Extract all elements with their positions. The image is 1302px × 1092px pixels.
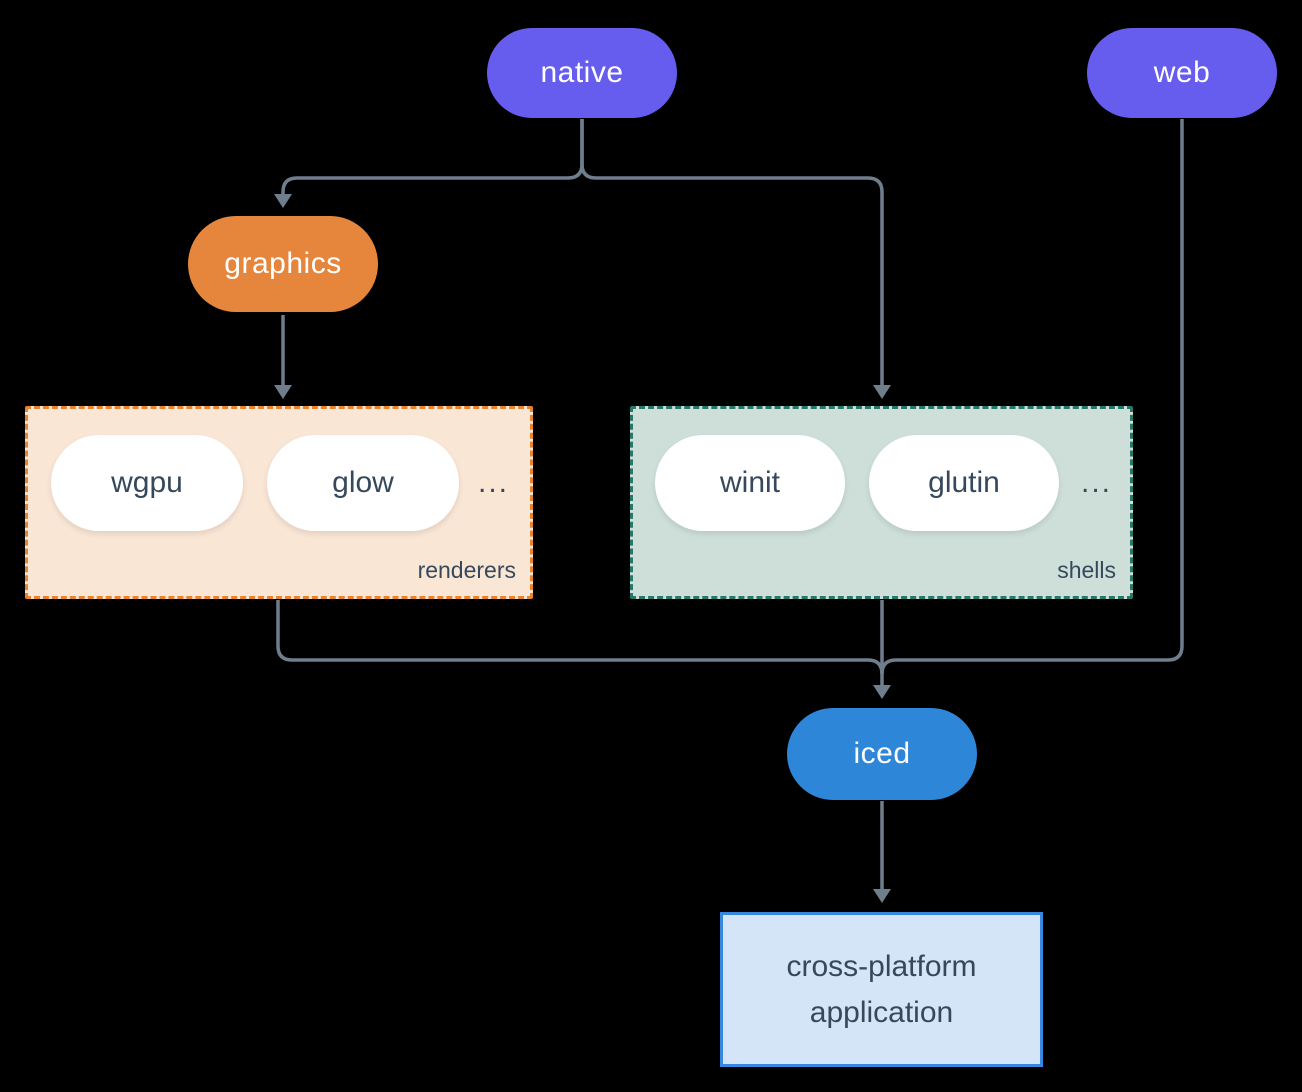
arrowhead-application <box>873 889 891 903</box>
arrowhead-renderers <box>274 385 292 399</box>
node-winit: winit <box>655 435 845 531</box>
node-winit-label: winit <box>719 466 780 499</box>
arrowhead-shells <box>873 385 891 399</box>
edge-renderers-iced <box>276 600 884 675</box>
edge-native-graphics <box>281 119 584 195</box>
node-wgpu: wgpu <box>51 435 243 531</box>
node-graphics-label: graphics <box>224 247 342 280</box>
node-glow-label: glow <box>332 466 394 499</box>
shells-ellipsis: ... <box>1081 466 1113 499</box>
node-glutin: glutin <box>869 435 1059 531</box>
renderers-ellipsis: ... <box>478 466 510 499</box>
arrowhead-iced <box>873 685 891 699</box>
edge-native-shells <box>580 119 884 386</box>
node-glow: glow <box>267 435 459 531</box>
shells-group-label: shells <box>1057 557 1116 583</box>
node-glutin-label: glutin <box>928 466 1000 499</box>
arrowhead-graphics <box>274 194 292 208</box>
node-native-label: native <box>540 56 624 89</box>
node-graphics: graphics <box>188 216 378 312</box>
group-shells: winit glutin ... shells <box>630 406 1133 599</box>
renderers-group-label: renderers <box>417 557 516 583</box>
node-web-label: web <box>1153 56 1211 89</box>
application-label-line2: application <box>809 995 954 1029</box>
node-web: web <box>1087 28 1277 118</box>
node-iced-label: iced <box>853 737 911 770</box>
node-native: native <box>487 28 677 118</box>
application-label-line1: cross-platform <box>786 949 977 983</box>
group-renderers: wgpu glow ... renderers <box>25 406 533 599</box>
node-wgpu-label: wgpu <box>111 466 183 499</box>
node-cross-platform-application: cross-platform application <box>720 912 1043 1067</box>
node-iced: iced <box>787 708 977 800</box>
